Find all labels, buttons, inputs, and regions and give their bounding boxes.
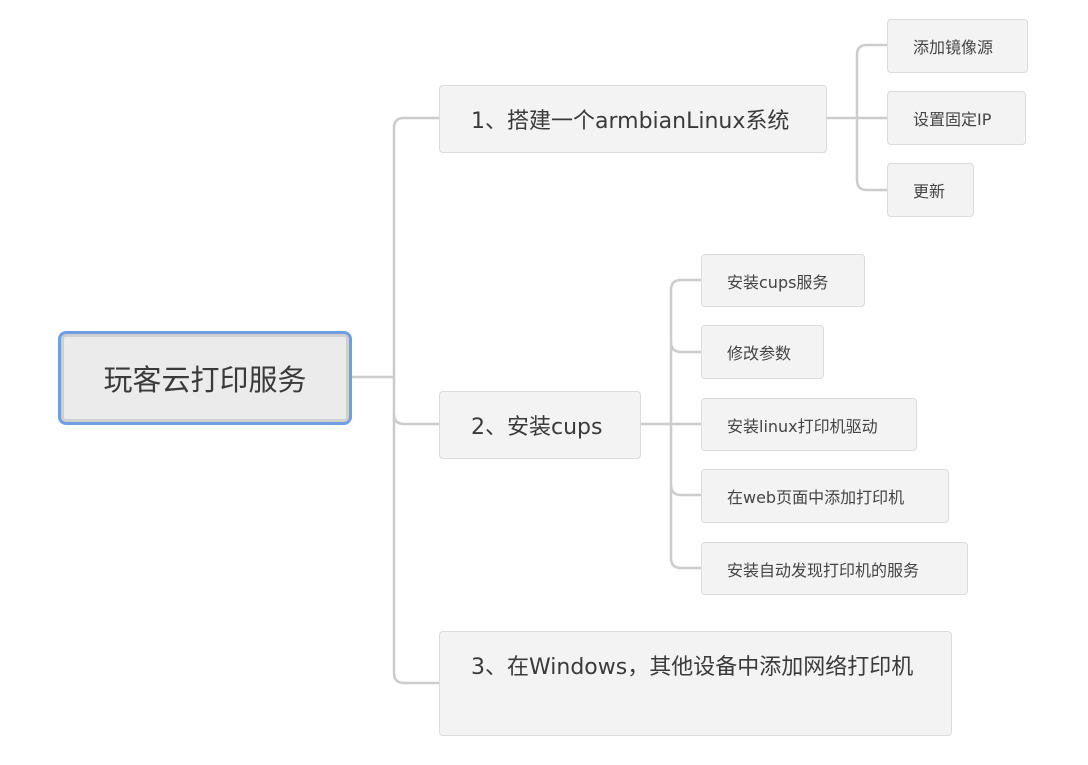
root-label: 玩客云打印服务 — [103, 363, 307, 397]
branch-node-1[interactable]: 1、搭建一个armbianLinux系统 — [439, 85, 827, 153]
child-label: 更新 — [913, 182, 946, 201]
connector-branch-2 — [392, 413, 439, 426]
child-node[interactable]: 修改参数 — [701, 325, 824, 379]
connector-branch-2-children — [669, 278, 701, 570]
connector-branch-2-mid — [669, 341, 701, 497]
child-node[interactable]: 更新 — [887, 163, 974, 217]
child-label: 添加镜像源 — [913, 38, 994, 57]
child-label: 设置固定IP — [913, 110, 992, 129]
child-label: 在web页面中添加打印机 — [727, 488, 905, 507]
branch-node-2[interactable]: 2、安装cups — [439, 391, 641, 459]
branch-label: 2、安装cups — [471, 415, 603, 440]
connector-trunk — [392, 116, 439, 685]
branch-node-3[interactable]: 3、在Windows，其他设备中添加网络打印机 — [439, 631, 952, 736]
root-node[interactable]: 玩客云打印服务 — [58, 331, 352, 425]
connector-branch-1-children — [855, 43, 887, 192]
child-node[interactable]: 安装cups服务 — [701, 254, 865, 307]
child-label: 安装cups服务 — [727, 272, 829, 292]
child-node[interactable]: 添加镜像源 — [887, 19, 1028, 73]
child-label: 安装linux打印机驱动 — [727, 416, 878, 436]
child-node[interactable]: 设置固定IP — [887, 91, 1026, 145]
child-node[interactable]: 安装自动发现打印机的服务 — [701, 542, 968, 595]
branch-label: 3、在Windows，其他设备中添加网络打印机 — [471, 655, 914, 680]
child-label: 修改参数 — [727, 344, 792, 363]
child-node[interactable]: 安装linux打印机驱动 — [701, 398, 917, 451]
branch-label: 1、搭建一个armbianLinux系统 — [471, 109, 790, 134]
child-node[interactable]: 在web页面中添加打印机 — [701, 469, 949, 523]
child-label: 安装自动发现打印机的服务 — [727, 560, 920, 580]
